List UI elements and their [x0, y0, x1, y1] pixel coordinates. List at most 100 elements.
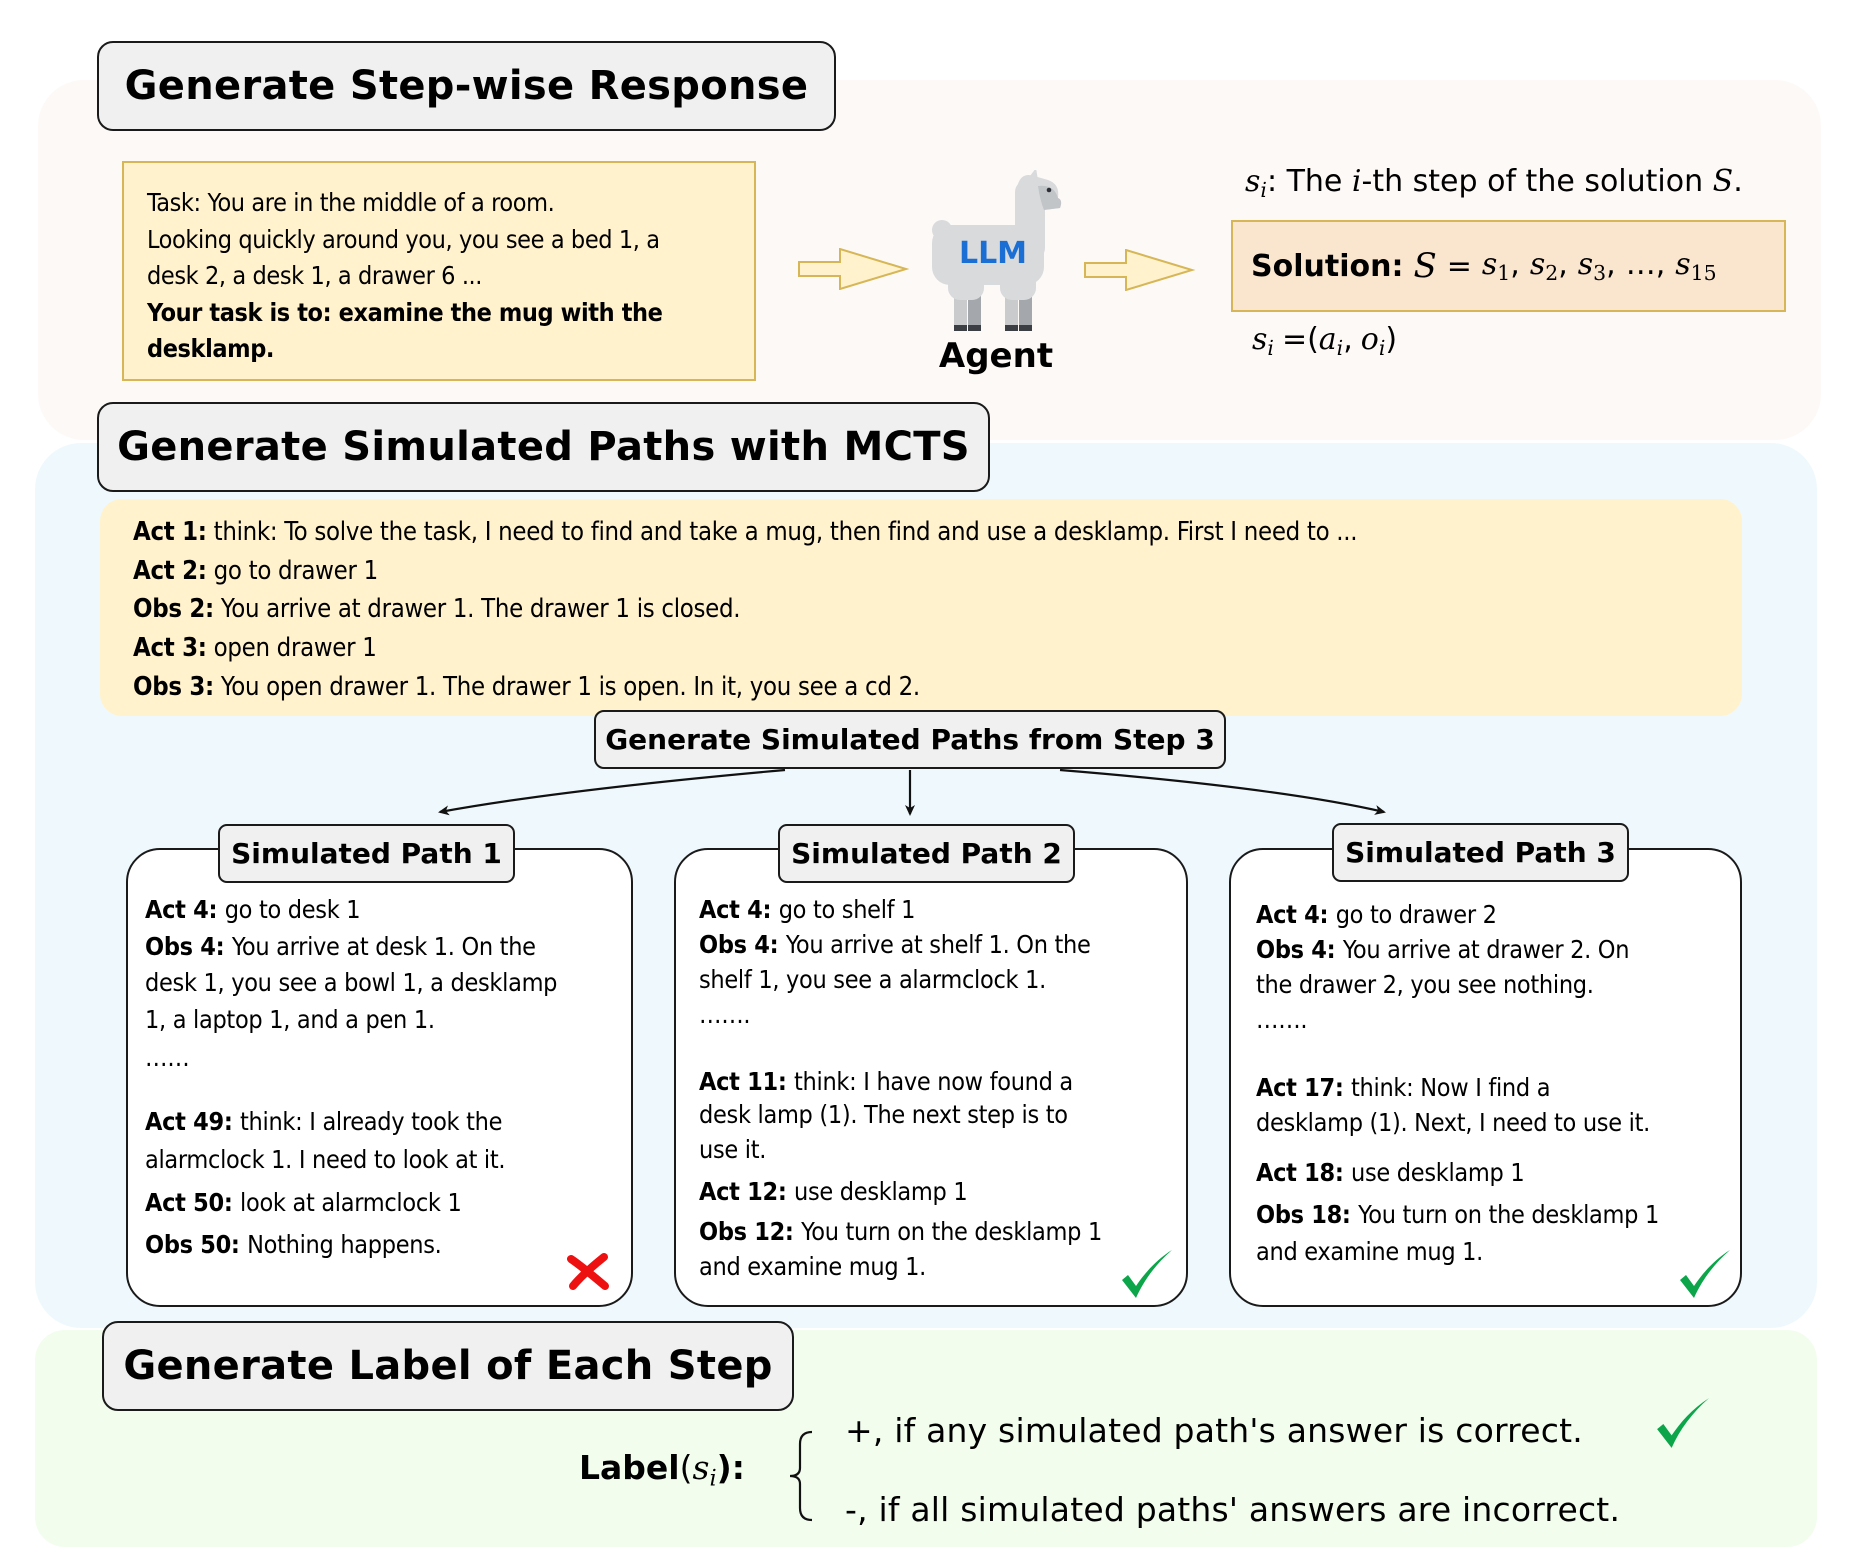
- step-definition: si: The i-th step of the solution S.: [1245, 164, 1743, 202]
- step-tag: Act 4:: [699, 895, 779, 924]
- path-step-line: Obs 4: You arrive at desk 1. On the: [145, 932, 536, 961]
- step-text: 1, a laptop 1, and a pen 1.: [145, 1005, 435, 1034]
- trajectory-history-box: Act 1: think: To solve the task, I need …: [100, 499, 1742, 716]
- step-tag: Act 3:: [133, 633, 207, 664]
- path-step-line: Act 4: go to drawer 2: [1256, 900, 1497, 929]
- solution-term: s3,: [1577, 246, 1626, 286]
- path-step-line: Act 49: think: I already took the: [145, 1107, 502, 1136]
- term-symbol: s: [1577, 246, 1594, 282]
- path-step-line: Obs 4: You arrive at shelf 1. On the: [699, 930, 1091, 959]
- path-step-line: shelf 1, you see a alarmclock 1.: [699, 965, 1046, 994]
- path-step-line: Obs 4: You arrive at drawer 2. On: [1256, 935, 1629, 964]
- term-symbol: s: [1675, 246, 1691, 282]
- step-tag: Act 18:: [1256, 1158, 1352, 1187]
- step-tag: Obs 4:: [699, 930, 786, 959]
- step-text: You turn on the desklamp 1: [1358, 1200, 1659, 1229]
- path-step-line: desklamp (1). Next, I need to use it.: [1256, 1108, 1650, 1137]
- step-text: You turn on the desklamp 1: [801, 1217, 1102, 1246]
- step-tag: Act 1:: [133, 517, 207, 547]
- step-text: and examine mug 1.: [1256, 1237, 1483, 1266]
- term-separator: ,: [1606, 246, 1616, 282]
- history-line: Act 1: think: To solve the task, I need …: [133, 513, 1742, 552]
- step-tag: Act 50:: [145, 1188, 241, 1217]
- step-text: You arrive at drawer 1. The drawer 1 is …: [213, 594, 741, 625]
- definition-text: : The: [1266, 164, 1352, 199]
- step-tag: Act 12:: [699, 1177, 795, 1206]
- step-text: You arrive at desk 1. On the: [231, 932, 536, 961]
- step-text: …….: [1256, 1005, 1308, 1034]
- solution-term: …,: [1626, 247, 1676, 282]
- task-goal-line: Your task is to: examine the mug with th…: [147, 297, 663, 327]
- path-step-line: …….: [699, 1000, 751, 1029]
- simulated-path-1: [126, 848, 633, 1307]
- task-goal-line: desklamp.: [147, 334, 275, 363]
- solution-variable: S: [1413, 246, 1437, 286]
- stage-3-title: Generate Label of Each Step: [102, 1321, 794, 1411]
- step-tag: Obs 50:: [145, 1230, 248, 1259]
- step-tag: Act 49:: [145, 1107, 241, 1136]
- check-icon: [1680, 1250, 1730, 1298]
- step-text: think: I already took the: [240, 1107, 503, 1136]
- block-arrow-right-icon: [798, 248, 910, 290]
- step-text: You arrive at shelf 1. On the: [785, 930, 1091, 959]
- step-tag: Obs 2:: [133, 594, 214, 625]
- term-subscript: 3: [1593, 261, 1607, 286]
- step-subscript: i: [1260, 178, 1267, 203]
- step-text: Nothing happens.: [247, 1230, 442, 1259]
- equals-sign: =: [1446, 248, 1472, 284]
- llama-icon: [932, 170, 1062, 331]
- term-subscript: 1: [1497, 261, 1511, 286]
- step-text: go to desk 1: [224, 895, 361, 924]
- step-tag: Act 11:: [699, 1067, 795, 1096]
- path-step-line: Act 4: go to shelf 1: [699, 895, 915, 924]
- step-equation: si=(ai,oi): [1252, 322, 1397, 360]
- path-step-line: alarmclock 1. I need to look at it.: [145, 1145, 506, 1174]
- path-step-line: Obs 12: You turn on the desklamp 1: [699, 1217, 1102, 1246]
- task-description-box: Task: You are in the middle of a room. L…: [122, 161, 756, 381]
- label-paren: ):: [716, 1448, 745, 1487]
- solution-term: s1,: [1482, 247, 1530, 286]
- left-brace-icon: [789, 1430, 813, 1522]
- history-line: Act 2: go to drawer 1: [133, 552, 1742, 591]
- step-text: desk 1, you see a bowl 1, a desklamp: [145, 968, 558, 997]
- step-text: go to drawer 2: [1335, 900, 1497, 929]
- path-step-line: desk 1, you see a bowl 1, a desklamp: [145, 968, 557, 997]
- observation-subscript: i: [1378, 336, 1386, 361]
- check-icon: [1122, 1250, 1172, 1298]
- step-tag: Obs 4:: [145, 932, 232, 961]
- path-step-line: Act 50: look at alarmclock 1: [145, 1188, 462, 1217]
- term-symbol: s: [1529, 246, 1546, 282]
- step-text: use desklamp 1: [794, 1177, 968, 1206]
- step-text: desk lamp (1). The next step is to: [699, 1100, 1068, 1129]
- solution-term: s2,: [1529, 246, 1578, 285]
- index-variable: i: [1351, 164, 1362, 199]
- label-function: Label(si):: [579, 1448, 745, 1492]
- step-text: shelf 1, you see a alarmclock 1.: [699, 965, 1046, 994]
- step-tag: Act 4:: [1256, 900, 1336, 929]
- definition-period: .: [1733, 164, 1743, 199]
- block-arrow-right-icon: [1084, 249, 1196, 291]
- step-subscript: i: [1267, 336, 1274, 361]
- step-text: think: I have now found a: [794, 1067, 1073, 1096]
- check-icon: [1657, 1398, 1709, 1448]
- path-step-line: Act 17: think: Now I find a: [1256, 1073, 1550, 1102]
- step-text: the drawer 2, you see nothing.: [1256, 970, 1594, 999]
- step-text: look at alarmclock 1: [240, 1188, 462, 1217]
- path-step-line: and examine mug 1.: [1256, 1237, 1483, 1266]
- path-title: Simulated Path 3: [1332, 823, 1629, 882]
- step-text: ……: [145, 1043, 190, 1072]
- label-paren: (: [679, 1448, 693, 1487]
- step-text: think: To solve the task, I need to find…: [206, 517, 1358, 547]
- path-step-line: Obs 50: Nothing happens.: [145, 1230, 442, 1259]
- step-text: desklamp (1). Next, I need to use it.: [1256, 1108, 1650, 1137]
- label-word: Label: [579, 1448, 680, 1487]
- step-symbol: s: [1252, 322, 1268, 357]
- step-symbol: s: [1245, 164, 1261, 199]
- task-line: Task: You are in the middle of a room.: [147, 188, 555, 217]
- stage-1-title: Generate Step-wise Response: [97, 41, 836, 131]
- agent-label: Agent: [938, 336, 1054, 376]
- step-subscript: i: [709, 1465, 717, 1492]
- step-text: think: Now I find a: [1351, 1073, 1551, 1102]
- step-tag: Obs 12:: [699, 1217, 802, 1246]
- step-tag: Obs 18:: [1256, 1200, 1359, 1229]
